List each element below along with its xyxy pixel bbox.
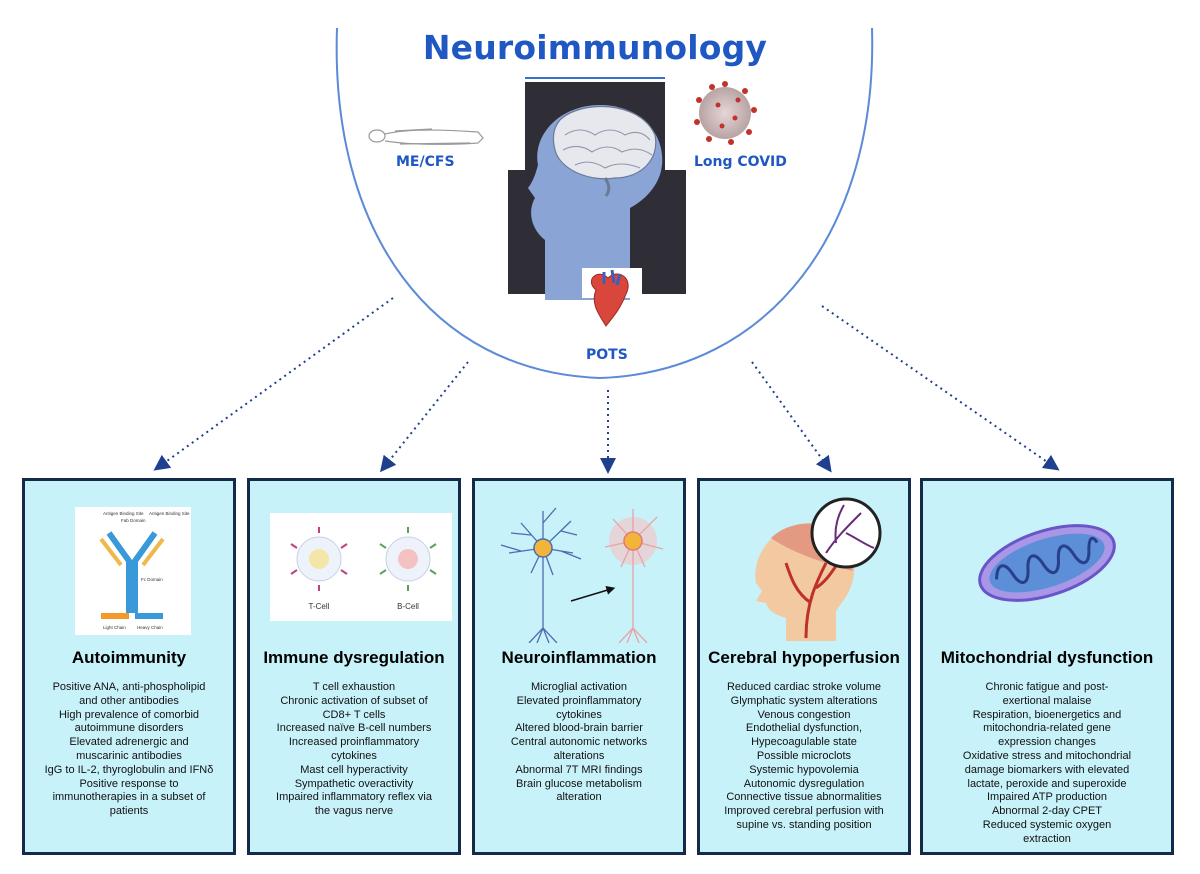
virus-illustration bbox=[694, 81, 757, 145]
finding-line: Hypecoagulable state bbox=[751, 736, 857, 749]
finding-line: Impaired ATP production bbox=[986, 791, 1108, 804]
finding-line: Glymphatic system alterations bbox=[730, 694, 878, 707]
me-cfs-label: ME/CFS bbox=[396, 154, 455, 170]
immune-dysregulation-findings: T cell exhaustion Chronic activation of … bbox=[258, 681, 450, 819]
finding-line: alteration bbox=[556, 791, 602, 804]
finding-line: alterations bbox=[553, 749, 605, 762]
mitochondrial-dysfunction-heading: Mitochondrial dysfunction bbox=[940, 648, 1154, 667]
head-vessels-illustration bbox=[755, 497, 882, 641]
finding-line: Oxidative stress and mitochondrial bbox=[962, 749, 1132, 762]
finding-line: supine vs. standing position bbox=[736, 818, 872, 831]
antigen-binding-site-right-label: Antigen Binding Site bbox=[149, 511, 190, 516]
finding-line: Elevated adrenergic and bbox=[69, 736, 189, 749]
immune-dysregulation-box: T-Cell B-Cell Immune dysregulation T cel… bbox=[247, 478, 461, 855]
finding-line: CD8+ T cells bbox=[322, 708, 386, 721]
finding-line: cytokines bbox=[556, 708, 602, 721]
finding-line: expression changes bbox=[998, 736, 1096, 749]
finding-line: Sympathetic overactivity bbox=[294, 777, 414, 790]
neuron-illustration bbox=[500, 507, 664, 643]
mitochondrial-dysfunction-box: Mitochondrial dysfunction Chronic fatigu… bbox=[920, 478, 1174, 855]
t-b-cell-illustration: T-Cell B-Cell bbox=[270, 513, 452, 621]
finding-line: Reduced systemic oxygen bbox=[982, 818, 1112, 831]
finding-line: Central autonomic networks bbox=[510, 736, 648, 749]
b-cell-label: B-Cell bbox=[397, 602, 419, 611]
antibody-illustration: Antigen Binding Site Fab Domain Antigen … bbox=[75, 507, 191, 635]
finding-line: patients bbox=[109, 805, 149, 818]
finding-line: Autonomic dysregulation bbox=[743, 777, 865, 790]
finding-line: Increased naïve B-cell numbers bbox=[276, 722, 432, 735]
finding-line: Chronic fatigue and post- bbox=[985, 681, 1109, 693]
finding-line: High prevalence of comorbid bbox=[58, 708, 200, 721]
finding-line: immunotherapies in a subset of bbox=[52, 791, 206, 804]
immune-dysregulation-heading: Immune dysregulation bbox=[263, 648, 445, 667]
fab-domain-label: Fab Domain bbox=[121, 518, 146, 523]
finding-line: Altered blood-brain barrier bbox=[515, 722, 643, 735]
autoimmunity-box: Antigen Binding Site Fab Domain Antigen … bbox=[22, 478, 236, 855]
light-chain-label: Light Chain bbox=[103, 625, 126, 630]
finding-line: Impaired inflammatory reflex via bbox=[276, 791, 432, 804]
cerebral-hypoperfusion-heading: Cerebral hypoperfusion bbox=[708, 648, 900, 667]
finding-line: exertional malaise bbox=[1002, 694, 1092, 707]
finding-line: IgG to IL-2, thyroglobulin and IFNδ bbox=[44, 763, 214, 776]
pots-label: POTS bbox=[586, 347, 628, 363]
heart-illustration bbox=[590, 269, 629, 327]
autoimmunity-findings: Positive ANA, anti-phospholipid and othe… bbox=[33, 681, 225, 819]
long-covid-label: Long COVID bbox=[694, 154, 787, 170]
neuroinflammation-box: Neuroinflammation Microglial activation … bbox=[472, 478, 686, 855]
neuroinflammation-findings: Microglial activation Elevated proinflam… bbox=[483, 681, 675, 805]
finding-line: Chronic activation of subset of bbox=[280, 694, 428, 707]
finding-line: Possible microclots bbox=[756, 749, 852, 762]
autoimmunity-heading: Autoimmunity bbox=[71, 648, 187, 667]
finding-line: Positive ANA, anti-phospholipid bbox=[52, 681, 206, 693]
finding-line: Mast cell hyperactivity bbox=[300, 763, 408, 776]
t-cell-label: T-Cell bbox=[309, 602, 330, 611]
finding-line: extraction bbox=[1023, 832, 1071, 845]
finding-line: Reduced cardiac stroke volume bbox=[726, 681, 882, 693]
page-title: Neuroimmunology bbox=[422, 28, 768, 67]
cerebral-hypoperfusion-box: Cerebral hypoperfusion Reduced cardiac s… bbox=[697, 478, 911, 855]
finding-line: cytokines bbox=[331, 749, 377, 762]
finding-line: Abnormal 2-day CPET bbox=[991, 805, 1103, 818]
head-brain-illustration bbox=[508, 82, 686, 300]
finding-line: lactate, peroxide and superoxide bbox=[967, 777, 1127, 790]
finding-line: Positive response to bbox=[79, 777, 179, 790]
antigen-binding-site-left-label: Antigen Binding Site bbox=[103, 511, 144, 516]
heavy-chain-label: Heavy Chain bbox=[137, 625, 163, 630]
finding-line: Brain glucose metabolism bbox=[516, 777, 642, 790]
finding-line: Microglial activation bbox=[531, 681, 627, 693]
finding-line: Endothelial dysfunction, bbox=[745, 722, 863, 735]
mitochondrion-illustration bbox=[978, 524, 1116, 602]
u-shape-outline bbox=[335, 27, 874, 380]
dotted-arrows bbox=[153, 297, 1060, 474]
finding-line: Elevated proinflammatory bbox=[516, 694, 642, 707]
cerebral-hypoperfusion-findings: Reduced cardiac stroke volume Glymphatic… bbox=[708, 681, 900, 833]
neuroinflammation-heading: Neuroinflammation bbox=[501, 648, 657, 667]
finding-line: T cell exhaustion bbox=[312, 681, 396, 693]
mitochondrial-dysfunction-findings: Chronic fatigue and post- exertional mal… bbox=[931, 681, 1163, 847]
finding-line: and other antibodies bbox=[79, 694, 179, 707]
finding-line: mitochondria-related gene bbox=[983, 722, 1111, 735]
finding-line: Respiration, bioenergetics and bbox=[972, 708, 1122, 721]
finding-line: Abnormal 7T MRI findings bbox=[515, 763, 643, 776]
finding-line: damage biomarkers with elevated bbox=[964, 763, 1130, 776]
fc-domain-label: Fc Domain bbox=[141, 577, 163, 582]
finding-line: Venous congestion bbox=[757, 708, 851, 721]
finding-line: muscarinic antibodies bbox=[76, 749, 182, 762]
lying-person-sketch bbox=[368, 128, 484, 145]
finding-line: Improved cerebral perfusion with bbox=[724, 805, 884, 818]
finding-line: Connective tissue abnormalities bbox=[726, 791, 882, 804]
finding-line: Increased proinflammatory bbox=[288, 736, 420, 749]
finding-line: the vagus nerve bbox=[314, 805, 394, 818]
finding-line: Systemic hypovolemia bbox=[749, 763, 859, 776]
finding-line: autoimmune disorders bbox=[74, 722, 184, 735]
